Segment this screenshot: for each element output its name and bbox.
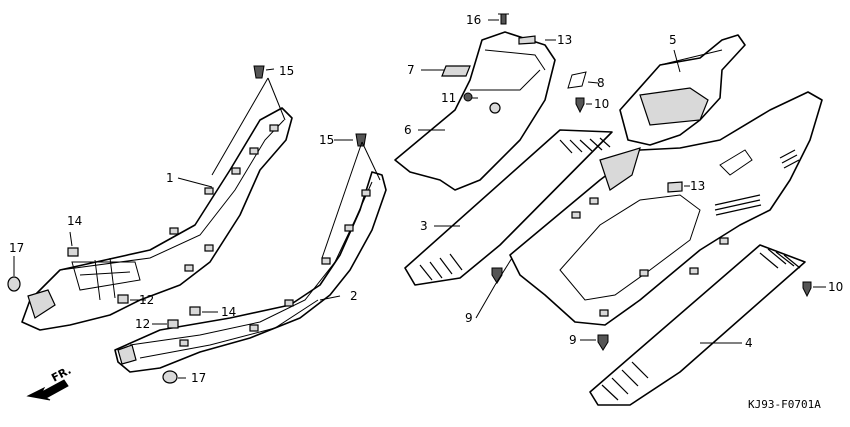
part-5-luggage-box [619,34,746,146]
part-12-nut-left [117,294,129,304]
part-17-grommet-bottom [162,370,178,384]
callout-14b: 14 [221,305,236,319]
callout-15a: 15 [279,64,294,78]
part-9-bolt-bottom [597,334,609,351]
part-17-grommet-left [7,276,21,292]
part-8-sticker [567,71,587,89]
callout-9b: 9 [569,333,577,347]
callout-17b: 17 [191,371,206,385]
part-3-left-floor-mat [404,129,613,286]
callout-4: 4 [745,336,753,350]
callout-17a: 17 [9,241,24,255]
callout-7: 7 [407,63,415,77]
callout-5: 5 [669,33,677,47]
part-1-left-side-cover [21,107,293,331]
callout-6: 6 [404,123,412,137]
callout-11: 11 [441,91,456,105]
callout-numbers: 1 2 3 4 5 6 7 8 9 9 10 10 11 12 12 13 13… [9,13,843,385]
callout-12a: 12 [139,293,154,307]
part-10-bolt-upper [575,97,585,114]
front-direction-arrow: FR. [26,364,73,401]
callout-16: 16 [466,13,481,27]
part-11-screw [463,92,473,102]
part-12-nut-center [167,319,179,329]
part-13-clip-mid [667,181,683,193]
callout-3: 3 [420,219,428,233]
part-16-screw [498,13,509,25]
diagram-code: KJ93-F0701A [748,398,821,411]
part-2-right-side-cover [114,171,387,373]
callout-13b: 13 [690,179,705,193]
part-10-bolt-right [802,281,812,298]
arrow-icon [26,379,69,401]
callout-14a: 14 [67,214,82,228]
callout-12b: 12 [135,317,150,331]
callout-10a: 10 [594,97,609,111]
part-13-clip-top [518,35,536,45]
callout-10b: 10 [828,280,843,294]
part-15-clip-left [253,65,265,79]
part-14-nut-center [189,306,201,316]
part-4-right-floor-mat [589,244,806,406]
part-6-inner-cover [394,31,556,191]
part-14-nut-left [67,247,79,257]
callout-8: 8 [597,76,605,90]
part-7-sticker [441,65,471,77]
leader-lines [13,19,826,379]
callout-2: 2 [350,289,358,303]
vent-slats [714,149,800,216]
center-body-frame [509,91,823,326]
callout-9a: 9 [465,311,473,325]
callout-15b: 15 [319,133,334,147]
callout-13a: 13 [557,33,572,47]
part-9-bolt-left [491,267,503,284]
callout-1: 1 [166,171,174,185]
